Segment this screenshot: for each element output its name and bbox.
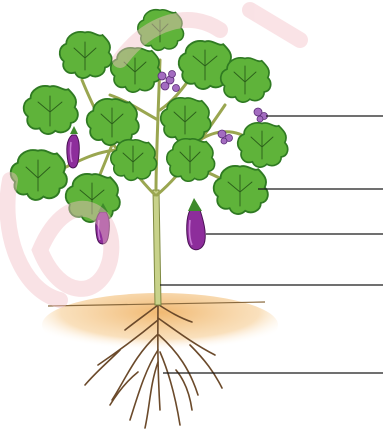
leaf — [111, 140, 157, 181]
leaf — [11, 150, 67, 200]
fruit — [67, 126, 80, 168]
leaf — [24, 86, 78, 134]
leaf — [167, 139, 215, 181]
leaf — [238, 123, 288, 167]
flower-cluster — [254, 108, 268, 122]
leaf — [60, 32, 112, 78]
leaf — [87, 99, 139, 145]
main-stem — [153, 190, 161, 305]
leaf — [66, 174, 120, 222]
leaf — [161, 98, 211, 142]
leaf — [111, 48, 161, 92]
fruit — [187, 198, 206, 250]
leaf — [138, 10, 184, 51]
leaf — [214, 166, 268, 214]
flower-cluster — [158, 71, 180, 92]
leaf — [221, 58, 271, 102]
